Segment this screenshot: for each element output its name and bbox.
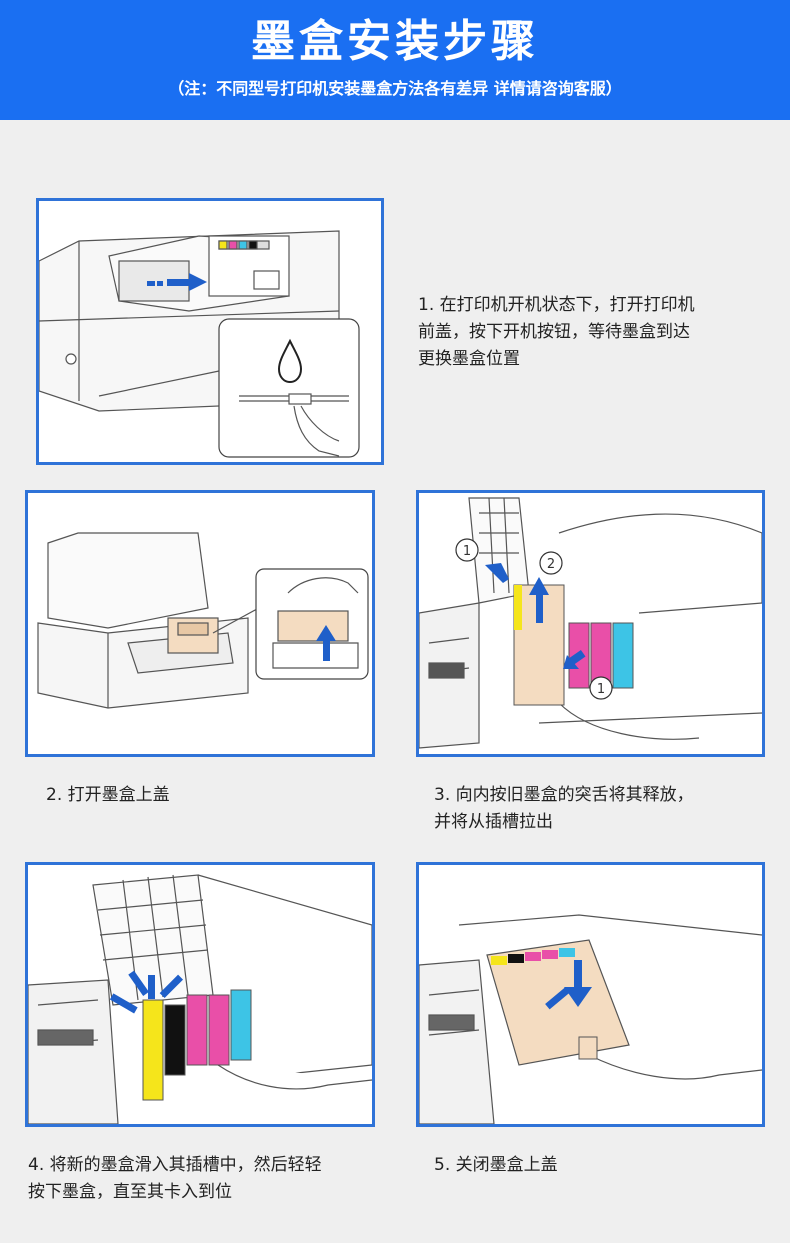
step-2-text-line-1: 2. 打开墨盒上盖	[46, 785, 170, 805]
close-cartridge-cover-icon	[419, 914, 762, 1124]
step-1-text-line-2: 前盖，按下开机按钮，等待墨盒到达	[418, 322, 690, 342]
step-2-illustration	[25, 490, 375, 757]
step-5-caption: 5. 关闭墨盒上盖	[434, 1152, 558, 1179]
step-2-caption: 2. 打开墨盒上盖	[46, 782, 170, 809]
step-5-text-line-1: 5. 关闭墨盒上盖	[434, 1155, 558, 1175]
step-3-caption: 3. 向内按旧墨盒的突舌将其释放， 并将从插槽拉出	[434, 782, 694, 836]
step-4-text-line-2: 按下墨盒，直至其卡入到位	[28, 1182, 232, 1202]
marker-2-label: 2	[547, 557, 555, 572]
marker-1-label: 1	[463, 544, 471, 559]
step-1-caption: 1. 在打印机开机状态下，打开打印机 前盖，按下开机按钮，等待墨盒到达 更换墨盒…	[418, 292, 695, 373]
remove-cartridge-icon: 1 2 1	[419, 497, 762, 749]
step-1-text-line-3: 更换墨盒位置	[418, 349, 520, 369]
step-4-text-line-1: 4. 将新的墨盒滑入其插槽中，然后轻轻	[28, 1155, 322, 1175]
marker-1-label-lower: 1	[597, 682, 605, 697]
step-4-illustration	[25, 862, 375, 1127]
page-title: 墨盒安装步骤	[251, 16, 539, 67]
step-3-illustration: 1 2 1	[416, 490, 765, 757]
step-3-text-line-1: 3. 向内按旧墨盒的突舌将其释放，	[434, 785, 694, 805]
step-5-illustration	[416, 862, 765, 1127]
step-3-text-line-2: 并将从插槽拉出	[434, 812, 553, 832]
step-1-text-line-1: 1. 在打印机开机状态下，打开打印机	[418, 295, 695, 315]
step-1-illustration	[36, 198, 384, 465]
page-subtitle: （注：不同型号打印机安装墨盒方法各有差异 详情请咨询客服）	[168, 79, 622, 98]
header-banner: 墨盒安装步骤 （注：不同型号打印机安装墨盒方法各有差异 详情请咨询客服）	[0, 0, 790, 120]
insert-cartridge-icon	[28, 874, 372, 1124]
printer-power-button-icon	[39, 230, 360, 458]
step-4-caption: 4. 将新的墨盒滑入其插槽中，然后轻轻 按下墨盒，直至其卡入到位	[28, 1152, 322, 1206]
printer-open-cover-icon	[37, 532, 369, 709]
